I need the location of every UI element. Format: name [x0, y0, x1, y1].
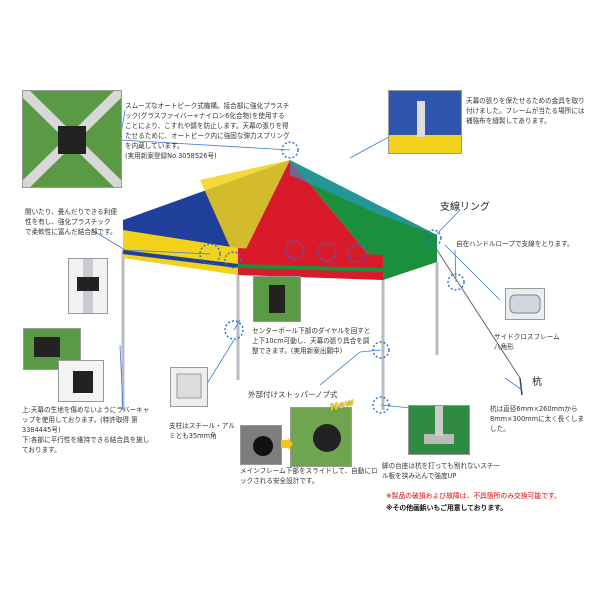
fold-joint-photo	[68, 258, 108, 314]
peak-mechanism-text: スムーズなオートピーク式機構。接合部に強化プラスチック(グラスファイバー+ナイロ…	[125, 102, 290, 160]
center-pole-photo	[253, 276, 301, 322]
arrow-icon	[281, 438, 293, 450]
pillar-text: 支柱はスチール・アルミとも35mm角	[169, 422, 235, 440]
main-frame-text: メインフレーム下部をスライドして、自動にロックされる安全設計です。	[240, 467, 378, 485]
side-cross-frame-text: サイドクロスフレーム 八角形	[494, 333, 560, 351]
rubber-cap-text: 上:天幕の生地を傷めないようにラバーキャップを使用しております。(特許取得 第3…	[22, 406, 150, 454]
center-pole-text: センターポール下部のダイヤルを回すと上下10cm可動し、天幕の張り具合を調整でき…	[252, 327, 371, 355]
stopper-knob-photo	[290, 407, 352, 467]
pillar-section-photo	[170, 367, 208, 407]
stake-title: 杭	[532, 377, 542, 388]
note-other: ※その他画鋲いもご用意しております。	[386, 504, 508, 512]
peak-joint-photo	[22, 90, 122, 188]
bracket-text: 天幕の張りを保たせるための金具を取り付けました。フレームが当たる場所には補強布を…	[466, 97, 585, 125]
connector-photo	[58, 360, 104, 402]
frame-slide-photo	[240, 425, 282, 465]
guy-ring-text: 自在ハンドルロープで支線をとります。	[456, 240, 574, 248]
foot-base-photo	[408, 405, 470, 455]
fold-joint-text: 開いたり、畳んだりできる利便性を有し、強化プラスチックで柔軟性に富んだ結合部です…	[25, 208, 117, 236]
stopper-title: 外部付けストッパーノブ式	[248, 390, 338, 399]
note-replacement: ※製品の破損および故障は、不具箇所のみ交換可能です。	[386, 492, 561, 500]
foot-base-text: 脚の台座は杭を打っても割れないスチール板を挟み込んで強度UP	[382, 462, 501, 480]
stake-text: 杭は直径6mm×260mmから8mm×300mmに太く長くしました。	[490, 405, 585, 433]
guy-ring-title: 支線リング	[440, 202, 490, 213]
bracket-photo	[388, 90, 462, 154]
rubber-cap-photo	[23, 328, 81, 370]
octagon-frame-photo	[505, 288, 545, 320]
